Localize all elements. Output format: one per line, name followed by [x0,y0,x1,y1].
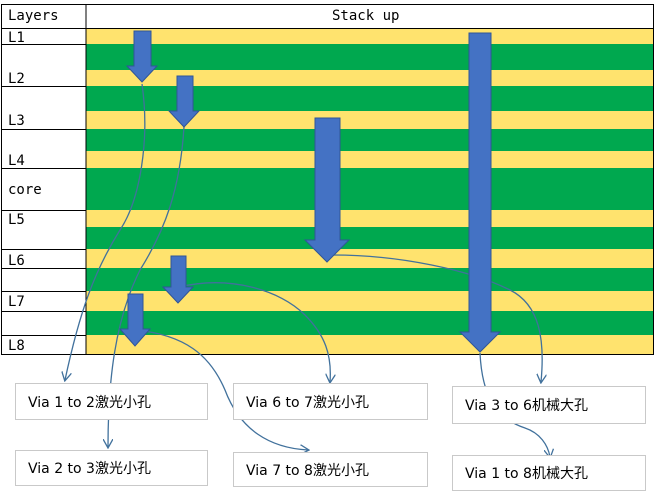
arrow-via-6-7 [161,255,195,304]
stackup-stripes [86,28,654,354]
copper-l5 [86,210,654,227]
layer-label-l8: L8 [8,338,25,354]
layer-label-l7: L7 [8,294,25,310]
stackup-header: Stack up [332,8,400,24]
core-dielectric [86,168,654,210]
leader-v12 [65,83,146,380]
via-caption-1-2: Via 1 to 2激光小孔 [15,383,208,420]
layer-label-l6: L6 [8,253,25,269]
layers-header: Layers [8,8,59,24]
arrow-via-3-6 [303,117,351,263]
arrow-via-2-3 [167,75,201,128]
dielectric-5 [86,227,654,249]
copper-l2 [86,70,654,86]
layer-label-l5: L5 [8,212,25,228]
dielectric-7 [86,311,654,335]
dielectric-2 [86,86,654,111]
layer-label-core: core [8,182,42,198]
via-caption-7-8: Via 7 to 8激光小孔 [233,452,428,487]
arrow-via-7-8 [118,293,152,347]
via-caption-2-3: Via 2 to 3激光小孔 [15,450,208,486]
dielectric-3 [86,129,654,151]
leader-v78 [135,329,308,450]
layer-label-l4: L4 [8,153,25,169]
dielectric-6 [86,268,654,291]
copper-l3 [86,111,654,129]
leader-v36 [332,254,542,382]
layer-label-l2: L2 [8,71,25,87]
copper-l7 [86,291,654,311]
arrow-via-1-2 [125,30,159,83]
copper-l1 [86,28,654,44]
copper-l8 [86,335,654,354]
copper-l6 [86,249,654,268]
leader-v67 [178,282,330,382]
layer-label-l1: L1 [8,30,25,46]
dielectric-1 [86,44,654,70]
arrow-via-1-8 [458,32,502,353]
via-caption-1-8: Via 1 to 8机械大孔 [452,455,646,491]
table-grid [1,4,654,355]
via-caption-6-7: Via 6 to 7激光小孔 [233,383,428,420]
layer-label-l3: L3 [8,113,25,129]
leader-v18 [479,352,550,457]
via-caption-3-6: Via 3 to 6机械大孔 [452,386,646,424]
copper-l4 [86,151,654,168]
